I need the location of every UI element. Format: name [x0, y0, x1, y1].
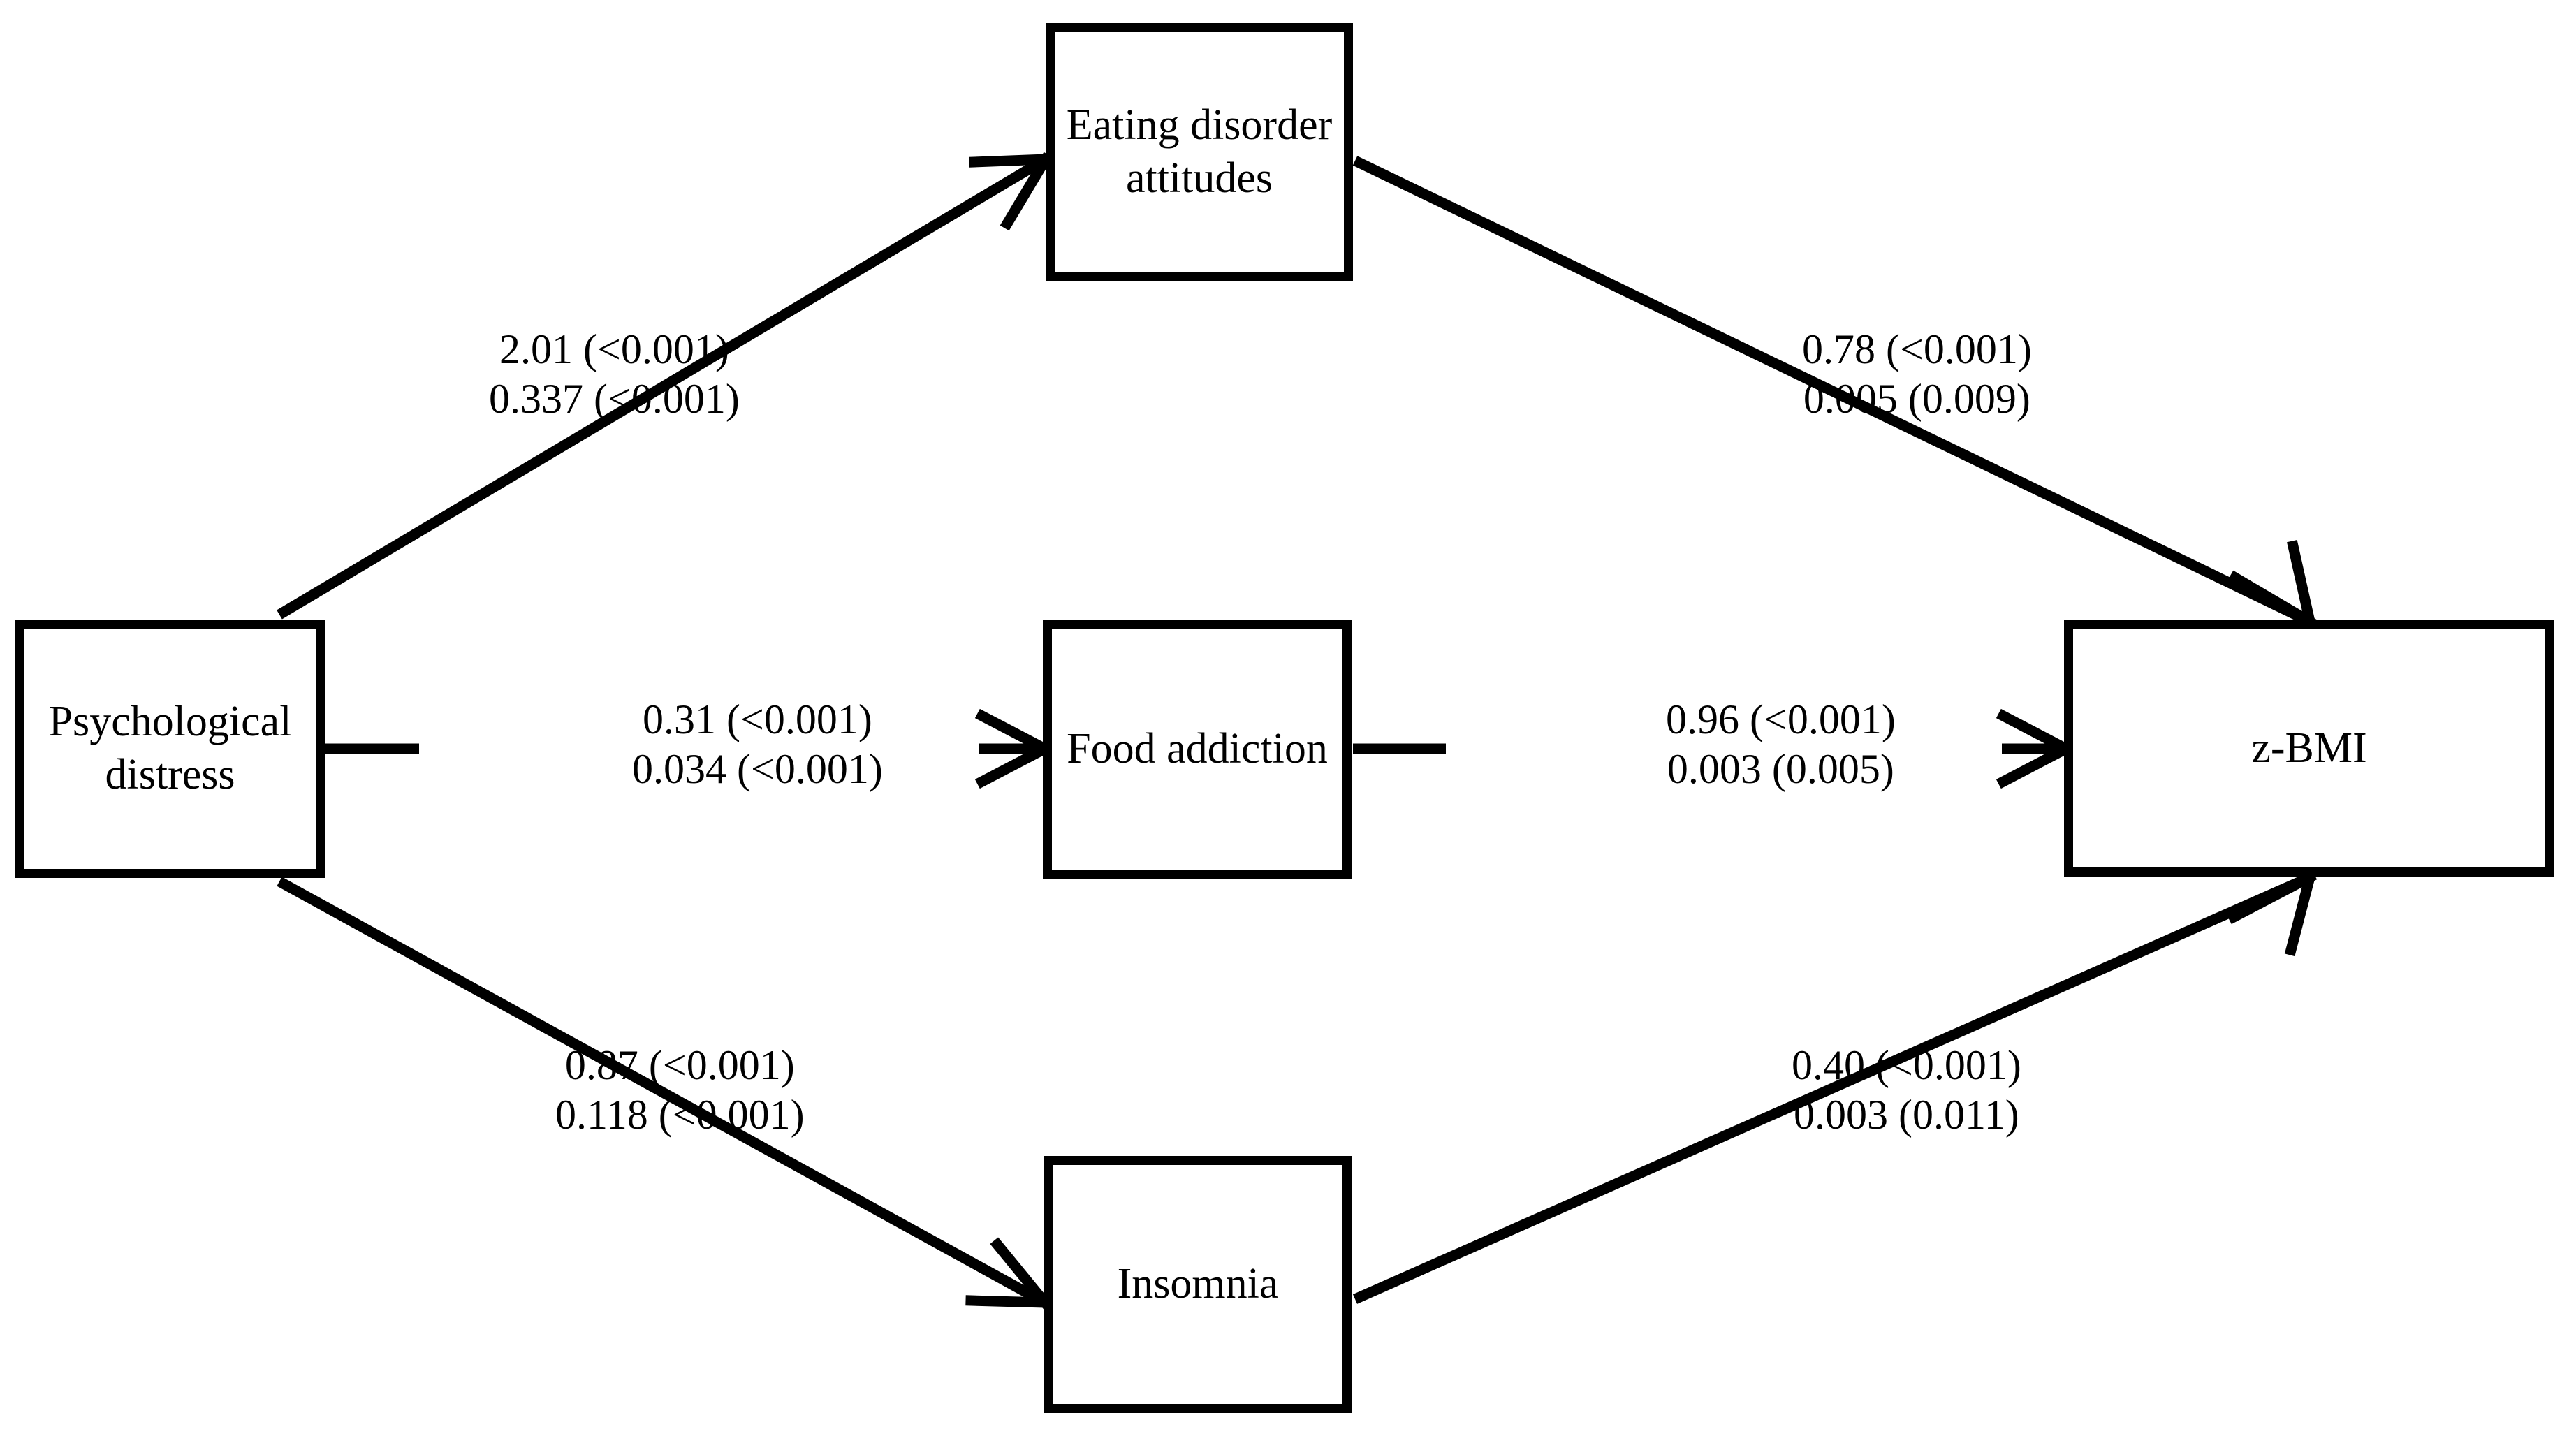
edge-pd-to-eda-arrow — [277, 152, 1053, 620]
edge-label-fa-to-zbmi: 0.96 (<0.001) 0.003 (0.005) — [1666, 695, 1896, 794]
node-food-addiction[interactable]: Food addiction — [1043, 620, 1352, 879]
edge-coefficient: 0.96 (<0.001) — [1666, 696, 1896, 742]
edge-indirect-effect: 0.118 (<0.001) — [555, 1091, 805, 1138]
edge-insomnia-to-zbmi-arrow — [1352, 870, 2318, 1304]
edge-indirect-effect: 0.337 (<0.001) — [489, 375, 740, 422]
edge-label-eda-to-zbmi: 0.78 (<0.001) 0.005 (0.009) — [1802, 325, 2032, 424]
node-label: Insomnia — [1117, 1260, 1279, 1308]
node-label: Eating disorder attitudes — [1066, 101, 1333, 202]
node-z-bmi[interactable]: z-BMI — [2064, 620, 2554, 877]
edge-coefficient: 2.01 (<0.001) — [499, 326, 729, 372]
edge-label-insomnia-to-zbmi: 0.40 (<0.001) 0.003 (0.011) — [1792, 1041, 2021, 1140]
edge-coefficient: 0.78 (<0.001) — [1802, 326, 2032, 372]
edge-indirect-effect: 0.003 (0.005) — [1667, 745, 1894, 792]
node-eating-disorder-attitudes[interactable]: Eating disorder attitudes — [1046, 23, 1353, 281]
node-label: z-BMI — [2251, 724, 2367, 772]
edge-coefficient: 0.31 (<0.001) — [643, 696, 872, 742]
node-insomnia[interactable]: Insomnia — [1044, 1156, 1352, 1413]
edge-label-pd-to-insomnia: 0.87 (<0.001) 0.118 (<0.001) — [555, 1041, 805, 1140]
edge-coefficient: 0.87 (<0.001) — [564, 1042, 795, 1088]
edge-indirect-effect: 0.005 (0.009) — [1803, 375, 2030, 422]
edge-label-pd-to-eda: 2.01 (<0.001) 0.337 (<0.001) — [489, 325, 740, 424]
node-label: Psychological distress — [48, 698, 292, 798]
edge-pd-to-fa-arrow — [325, 708, 1053, 789]
edge-indirect-effect: 0.034 (<0.001) — [632, 745, 883, 792]
edge-pd-to-insomnia-arrow — [277, 877, 1053, 1310]
edge-label-pd-to-fa: 0.31 (<0.001) 0.034 (<0.001) — [632, 695, 883, 794]
node-psychological-distress[interactable]: Psychological distress — [15, 620, 325, 878]
edge-fa-to-zbmi-arrow — [1353, 708, 2074, 789]
edge-eda-to-zbmi-arrow — [1352, 156, 2318, 629]
node-label: Food addiction — [1067, 724, 1328, 772]
edge-indirect-effect: 0.003 (0.011) — [1794, 1091, 2019, 1138]
edge-coefficient: 0.40 (<0.001) — [1792, 1042, 2021, 1088]
